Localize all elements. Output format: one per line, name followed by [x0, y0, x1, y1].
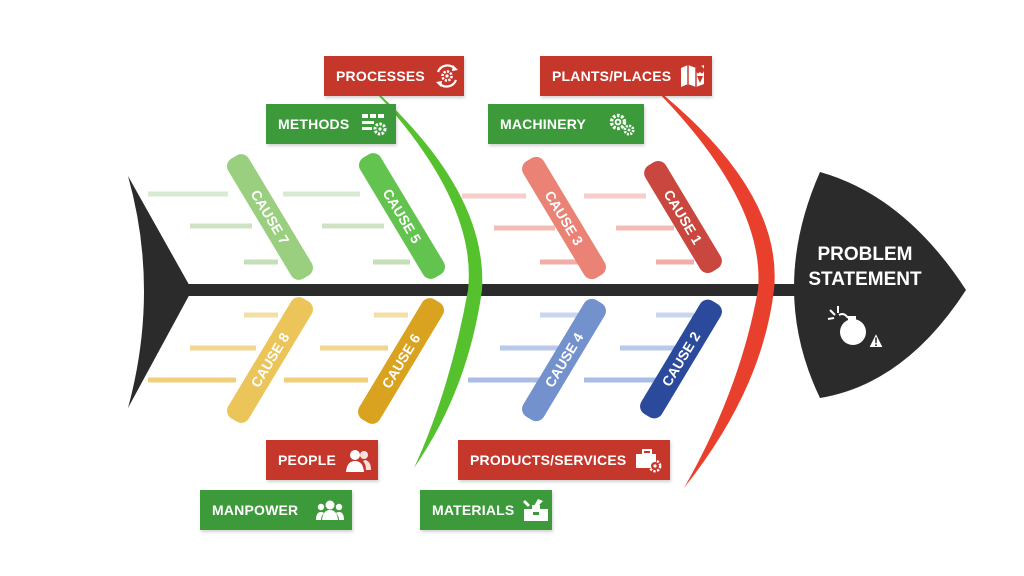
methods-label: METHODS	[278, 116, 350, 132]
cause-1-bone: CAUSE 1	[644, 161, 722, 273]
plants-places-label: PLANTS/PLACES	[552, 68, 672, 84]
bomb-warning-icon: !	[827, 306, 884, 349]
processes-label: PROCESSES	[336, 68, 425, 84]
flowchart-gear-icon	[360, 110, 388, 138]
group-icon	[316, 496, 344, 524]
materials-label: MATERIALS	[432, 502, 515, 518]
top-left-branch-lines	[148, 191, 410, 265]
spine	[185, 284, 810, 296]
machinery-label: MACHINERY	[500, 116, 587, 132]
category-machinery: MACHINERY	[488, 104, 644, 144]
fish-tail	[128, 176, 192, 408]
top-right-branch-lines	[462, 193, 694, 265]
category-methods: METHODS	[266, 104, 396, 144]
svg-text:!: !	[874, 335, 878, 349]
bottom-right-branch-lines	[468, 312, 694, 383]
red-rib	[650, 84, 775, 488]
problem-statement: PROBLEM STATEMENT	[800, 242, 930, 292]
fish-head	[794, 172, 966, 398]
green-rib	[368, 84, 483, 468]
category-people: PEOPLE	[266, 440, 378, 480]
manpower-label: MANPOWER	[212, 502, 299, 518]
category-manpower: MANPOWER	[200, 490, 352, 530]
problem-line-2: STATEMENT	[808, 269, 922, 290]
map-pin-icon	[679, 62, 707, 90]
category-processes: PROCESSES	[324, 56, 464, 96]
problem-line-1: PROBLEM	[817, 244, 913, 265]
category-plants-places: PLANTS/PLACES	[540, 56, 712, 96]
category-products-services: PRODUCTS/SERVICES	[458, 440, 670, 480]
category-materials: MATERIALS	[420, 490, 552, 530]
gears-icon	[608, 110, 636, 138]
gear-cycle-icon	[433, 62, 461, 90]
bottom-left-branch-lines	[148, 312, 408, 383]
briefcase-gear-icon	[634, 446, 662, 474]
toolbox-icon	[522, 496, 550, 524]
people-icon	[344, 446, 372, 474]
people-label: PEOPLE	[278, 452, 336, 468]
products-services-label: PRODUCTS/SERVICES	[470, 452, 627, 468]
